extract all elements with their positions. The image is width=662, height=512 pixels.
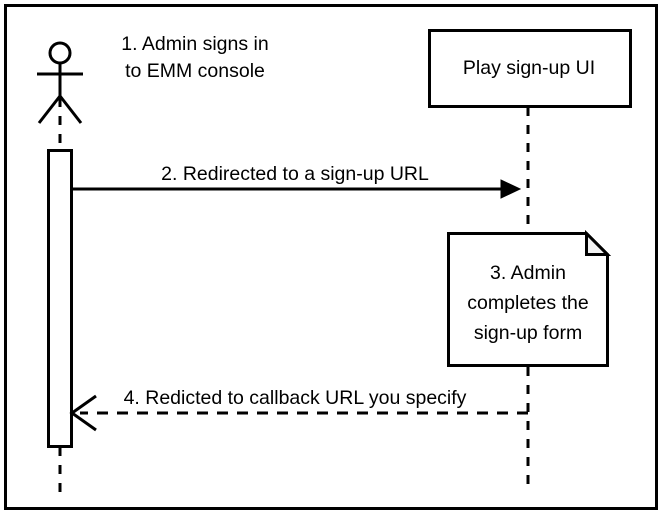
actor-leg-left-icon (37, 95, 62, 124)
actor-caption-label: 1. Admin signs in to EMM console (121, 33, 269, 82)
actor-head-icon (48, 41, 72, 65)
stick-figure-actor-icon (37, 41, 83, 124)
message-2-arrowhead (500, 179, 522, 199)
note-fold-corner-icon (585, 229, 612, 256)
message-4-label: 4. Redicted to callback URL you specify (123, 387, 467, 409)
actor-leg-right-icon (58, 95, 83, 124)
activation-bar-actor (47, 149, 73, 448)
note-text-label: 3. Admin completes the sign-up form (467, 262, 589, 344)
participant-box-play-signup-ui[interactable] (428, 29, 632, 108)
message-2-label: 2. Redirected to a sign-up URL (161, 163, 429, 185)
participant-label: Play sign-up UI (462, 57, 596, 79)
note-shape-background (447, 232, 609, 367)
message-4-arrowhead (69, 394, 97, 432)
